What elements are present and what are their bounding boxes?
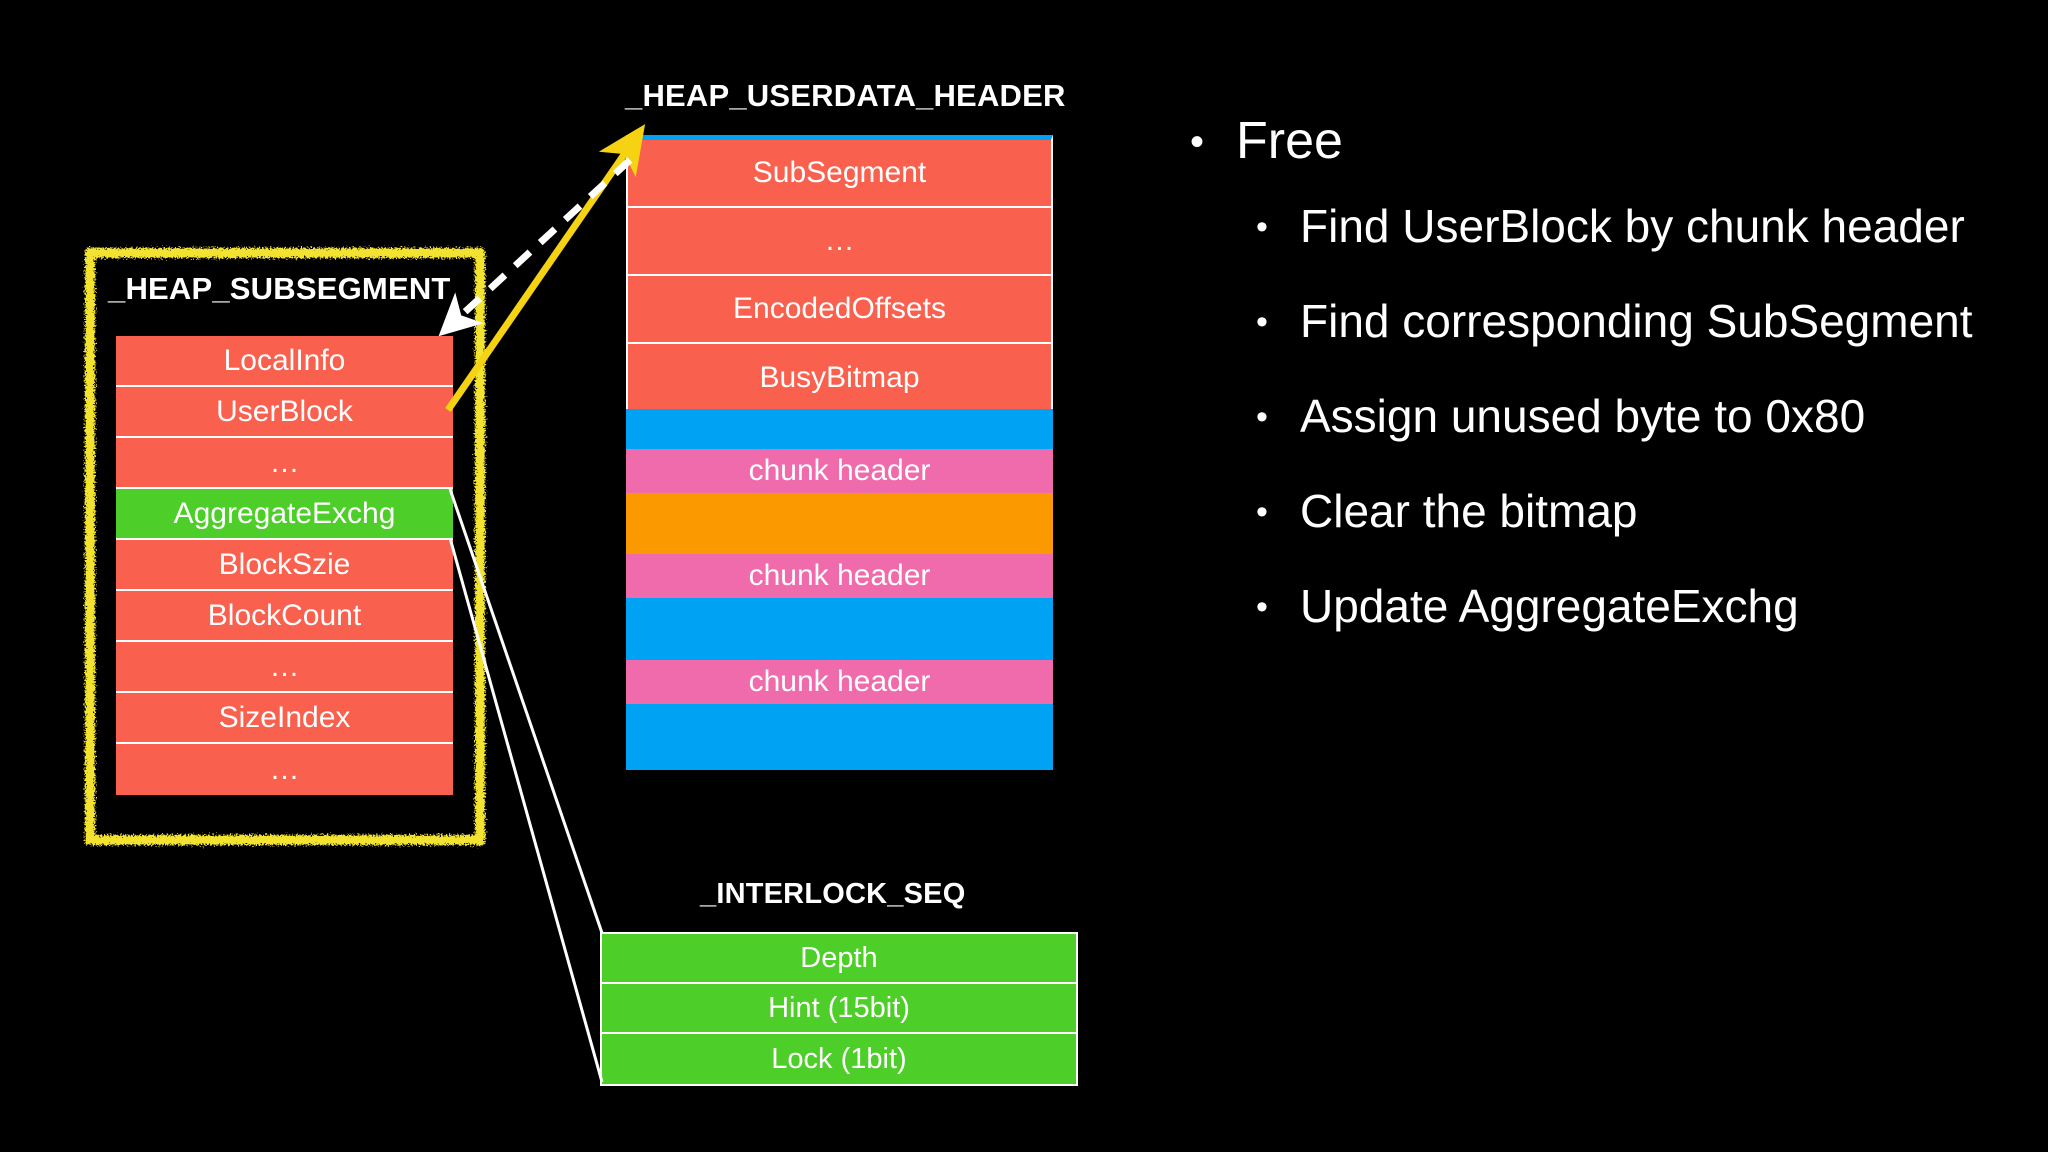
subsegment-field-label: LocalInfo <box>223 343 346 377</box>
bullet-dot-icon: • <box>1256 303 1268 342</box>
chunk-band-blank <box>626 598 1053 660</box>
interlock-field-label: Lock (1bit) <box>771 1042 907 1075</box>
bullet-item-1: • Find UserBlock by chunk header <box>1256 200 1990 253</box>
subsegment-field-blockszie: BlockSzie <box>116 540 453 591</box>
subsegment-field-label: … <box>269 445 300 479</box>
subsegment-field-ellipsis: … <box>116 744 453 795</box>
userdata-field-busybitmap: BusyBitmap <box>628 344 1051 412</box>
subsegment-title: _HEAP_SUBSEGMENT <box>108 271 451 306</box>
bullet-dot-icon: • <box>1256 208 1268 247</box>
chunk-band-blank <box>626 409 1053 449</box>
subsegment-field-aggregateexchg: AggregateExchg <box>116 489 453 540</box>
userdata-field-label: SubSegment <box>752 156 927 189</box>
chunk-band-blank <box>626 704 1053 770</box>
subsegment-field-label: SizeIndex <box>218 700 351 734</box>
bullet-dot-icon: • <box>1256 492 1268 531</box>
chunk-band-label: chunk header <box>748 559 931 592</box>
userdata-field-label: EncodedOffsets <box>733 292 946 325</box>
userdata-field-label: … <box>824 224 855 257</box>
bullet-item-0: • Free <box>1190 112 1990 170</box>
subsegment-field-ellipsis: … <box>116 642 453 693</box>
subsegment-field-blockcount: BlockCount <box>116 591 453 642</box>
chunk-band-label: chunk header <box>748 665 931 698</box>
userdata-field-label: BusyBitmap <box>759 361 920 394</box>
bullet-dot-icon: • <box>1256 398 1268 437</box>
bullet-text: Find corresponding SubSegment <box>1300 295 1973 348</box>
subsegment-field-localinfo: LocalInfo <box>116 336 453 387</box>
chunk-band-chunk-header: chunk header <box>626 660 1053 704</box>
subsegment-field-label: AggregateExchg <box>173 496 396 530</box>
interlock-field-lock-1bit: Lock (1bit) <box>602 1034 1076 1084</box>
userdata-field-subsegment: SubSegment <box>628 140 1051 208</box>
subsegment-field-label: BlockSzie <box>218 547 351 581</box>
bullet-item-5: • Update AggregateExchg <box>1256 580 1990 633</box>
bullet-text: Free <box>1236 112 1343 170</box>
chunk-band-blank <box>626 493 1053 554</box>
chunk-band-chunk-header: chunk header <box>626 554 1053 598</box>
bullet-text: Clear the bitmap <box>1300 484 1638 537</box>
bullet-item-3: • Assign unused byte to 0x80 <box>1256 390 1990 443</box>
subsegment-field-ellipsis: … <box>116 438 453 489</box>
userdata-header-title: _HEAP_USERDATA_HEADER <box>625 78 1066 113</box>
bullet-list: • Free • Find UserBlock by chunk header • Fin… <box>1190 112 1990 675</box>
chunk-band-label: chunk header <box>748 454 931 487</box>
userblock-chunk-strip: chunk header chunk header chunk header <box>626 409 1053 770</box>
interlock-field-label: Depth <box>800 941 878 974</box>
bullet-item-4: • Clear the bitmap <box>1256 485 1990 538</box>
bullet-text: Assign unused byte to 0x80 <box>1300 390 1866 443</box>
bullet-item-2: • Find corresponding SubSegment <box>1256 295 1990 348</box>
chunk-band-chunk-header: chunk header <box>626 449 1053 493</box>
subsegment-field-label: UserBlock <box>216 394 353 428</box>
userdata-field-encodedoffsets: EncodedOffsets <box>628 276 1051 344</box>
subsegment-field-userblock: UserBlock <box>116 387 453 438</box>
subsegment-field-sizeindex: SizeIndex <box>116 693 453 744</box>
interlock-seq-title: _INTERLOCK_SEQ <box>700 878 966 910</box>
subsegment-field-label: BlockCount <box>207 598 362 632</box>
interlock-field-depth: Depth <box>602 934 1076 984</box>
interlock-field-label: Hint (15bit) <box>768 991 910 1024</box>
interlock-field-hint-15bit: Hint (15bit) <box>602 984 1076 1034</box>
bullet-dot-icon: • <box>1256 587 1268 626</box>
bullet-text: Find UserBlock by chunk header <box>1300 200 1965 253</box>
userdata-field-ellipsis: … <box>628 208 1051 276</box>
subsegment-field-label: … <box>269 752 300 786</box>
bullet-text: Update AggregateExchg <box>1300 579 1799 632</box>
subsegment-field-label: … <box>269 649 300 683</box>
bullet-dot-icon: • <box>1190 120 1205 164</box>
